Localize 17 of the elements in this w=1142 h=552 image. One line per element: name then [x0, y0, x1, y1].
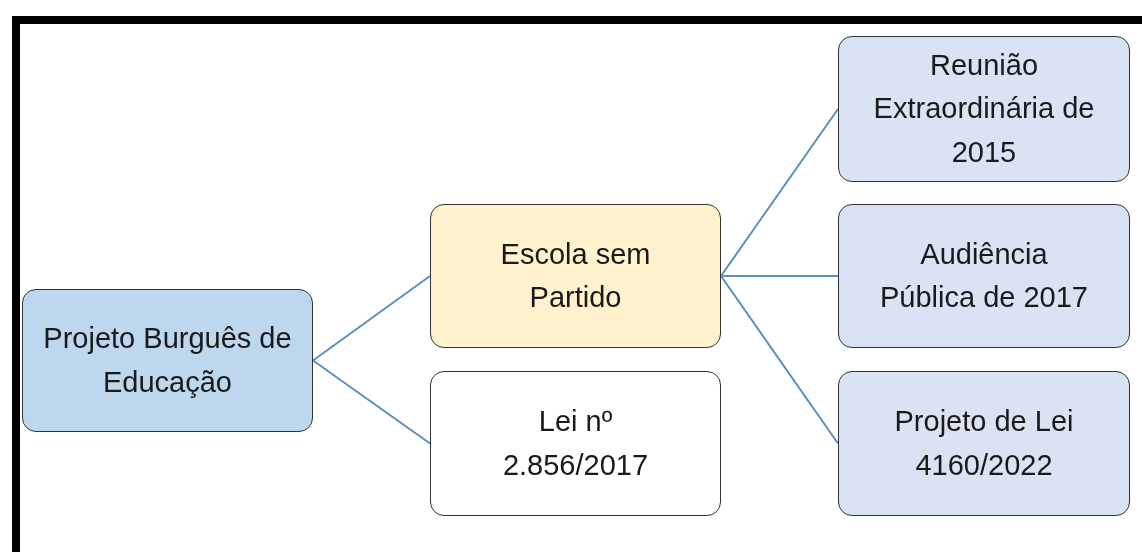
- rounded-box: [838, 204, 1130, 348]
- rounded-box: [430, 371, 721, 516]
- rounded-box: [22, 289, 313, 432]
- rounded-box: [838, 36, 1130, 182]
- connector-line: [312, 359, 431, 445]
- connector-line: [720, 108, 839, 277]
- box-label: Reunião Extraordinária de 2015: [872, 47, 1096, 170]
- box-label: Projeto Burguês de Educação: [42, 321, 293, 400]
- connector-line: [312, 275, 431, 362]
- connector-line: [720, 275, 839, 445]
- box-label: Projeto de Lei 4160/2022: [893, 404, 1075, 483]
- box-label: Escola sem Partido: [499, 236, 652, 315]
- rounded-box: [838, 371, 1130, 516]
- connector-line: [720, 275, 839, 277]
- box-label: Audiência Pública de 2017: [879, 236, 1089, 315]
- rounded-box: [430, 204, 721, 348]
- box-label: Lei nº 2.856/2017: [501, 404, 650, 483]
